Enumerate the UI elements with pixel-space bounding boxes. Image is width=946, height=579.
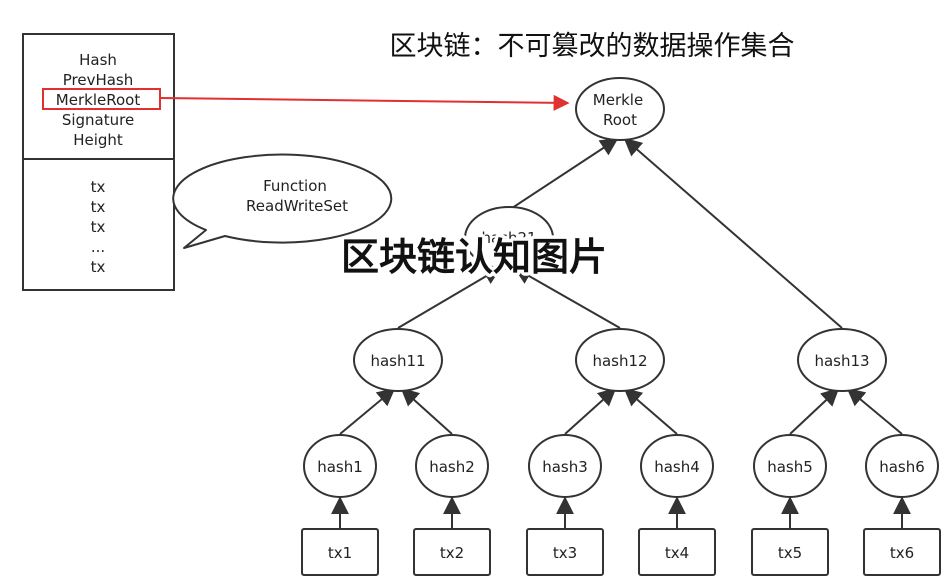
tree-edge [339,387,396,435]
tree-leaf-node: hash6 [865,434,939,498]
block-header-box [22,33,175,160]
transaction-label: tx1 [328,544,352,562]
node-label: hash5 [767,458,813,476]
block-body-item: ... [91,238,105,256]
node-label: hash2 [429,458,475,476]
tree-leaf-node: hash3 [528,434,602,498]
tree-edges [331,137,911,528]
block-header-field: MerkleRoot [56,91,141,109]
tree-leaf-node: hash1 [303,434,377,498]
tree-node: hash12 [575,328,665,392]
node-label: hash13 [814,352,869,370]
tree-edge [400,387,453,435]
tree-edge [505,138,619,213]
node-label: hash12 [592,352,647,370]
merkleroot-highlight-box [42,88,161,110]
callout-line: ReadWriteSet [246,197,348,215]
merkle-root-label: Merkle [593,91,643,109]
block-body-box [22,158,175,291]
transaction-label: tx3 [553,544,577,562]
tree-edge [564,387,617,435]
merkle-root-label: Root [603,111,637,129]
tree-edge [623,137,843,329]
transaction-label: tx2 [440,544,464,562]
block: Hash PrevHash MerkleRoot Signature Heigh… [22,33,175,291]
node-label: hash21 [481,229,536,247]
transaction-box: tx2 [413,528,491,576]
callout-line: Function [263,177,327,195]
merkleroot-pointer-arrow [160,94,570,111]
tree-edge [846,387,903,435]
tree-leaf-node: hash2 [415,434,489,498]
tree-edge [397,267,502,329]
tree-edge [789,387,840,435]
tree-node: hash21 [464,206,554,270]
tree-leaf-node: hash4 [640,434,714,498]
transaction-box: tx1 [301,528,379,576]
transaction-box: tx4 [638,528,716,576]
tree-edge [513,267,621,329]
block-body-item: tx [91,178,106,196]
transaction-label: tx6 [890,544,914,562]
tree-edge [623,387,678,435]
transaction-label: tx5 [778,544,802,562]
block-header-field: Height [73,131,123,149]
node-label: hash4 [654,458,700,476]
tree-node: hash13 [797,328,887,392]
overlay-caption: 区块链认知图片 [341,235,607,279]
merkle-root-node: Merkle Root [575,77,665,141]
page-title: 区块链：不可篡改的数据操作集合 [390,31,795,62]
tree-node: hash11 [353,328,443,392]
block-body-item: tx [91,198,106,216]
callout-bubble: Function ReadWriteSet [172,153,393,249]
block-body-item: tx [91,218,106,236]
transaction-box: tx3 [526,528,604,576]
node-label: hash1 [317,458,363,476]
node-label: hash6 [879,458,925,476]
transaction-label: tx4 [665,544,689,562]
block-header-field: Signature [62,111,134,129]
node-label: hash3 [542,458,588,476]
block-header-field: Hash [79,51,117,69]
tree-leaf-node: hash5 [753,434,827,498]
transaction-box: tx6 [863,528,941,576]
block-header-field: PrevHash [63,71,134,89]
node-label: hash11 [370,352,425,370]
transaction-box: tx5 [751,528,829,576]
block-body-item: tx [91,258,106,276]
